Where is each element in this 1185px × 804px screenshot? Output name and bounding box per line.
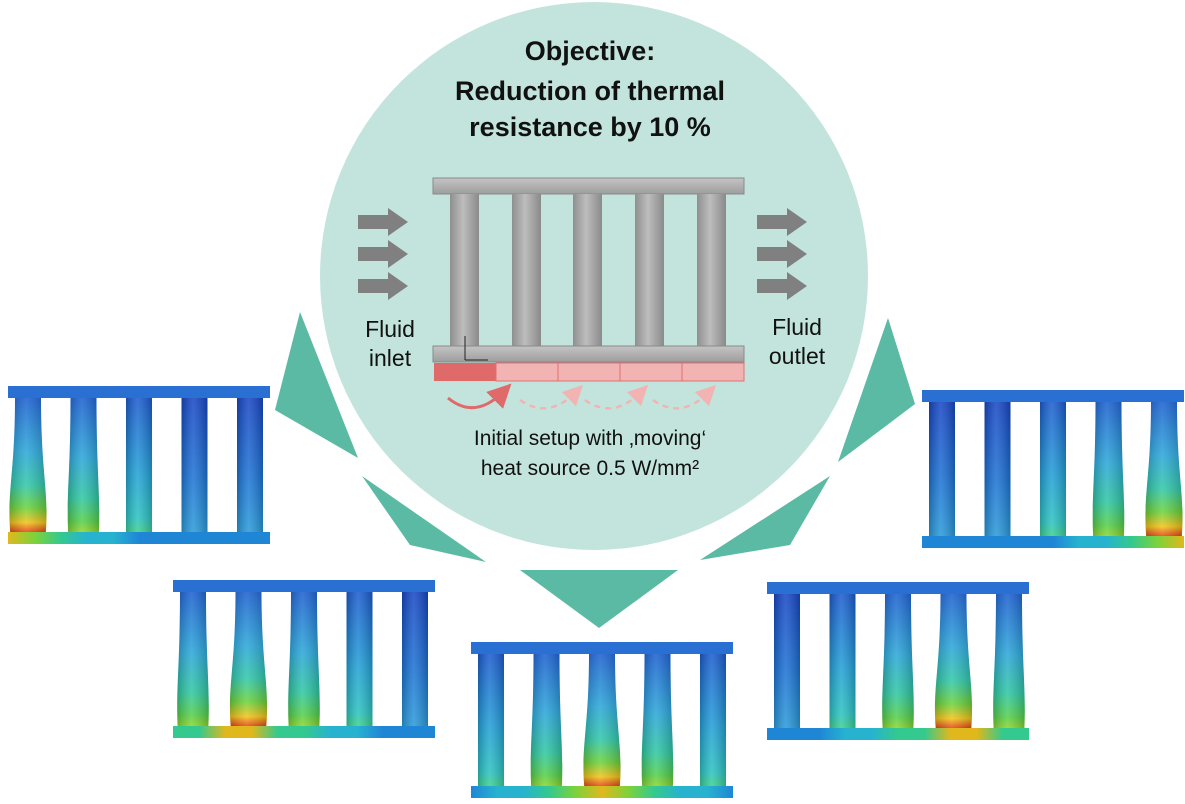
variant-pin-shading [993,594,1025,728]
variant-bottom-plate [767,728,1029,740]
variant-pin-shading [229,592,268,726]
outlet-arrow-icon [757,208,807,236]
variant-bottom-plate [471,786,733,798]
fluid-outlet-line-1: Fluid [772,314,822,340]
variant-bottom-plate [8,532,270,544]
variant-pin-shading [181,398,208,532]
inlet-arrow-icon [358,272,408,300]
setup-caption-line-2: heat source 0.5 W/mm² [480,457,700,480]
variant-pin-shading [402,592,428,726]
inlet-flow-arrows [358,208,408,300]
variant-pin-shading [1145,402,1183,536]
fluid-inlet-line-2: inlet [368,345,412,371]
variant-top-plate [471,642,733,654]
gray-pin-1 [450,194,479,346]
outlet-arrow-icon [757,240,807,268]
variant-bottom-plate [173,726,435,738]
inlet-arrow-icon [358,208,408,236]
variant-pin-shading [1040,402,1066,536]
variant-heat-sink-right-bottom [767,582,1029,740]
fluid-inlet-line-1: Fluid [365,316,415,342]
variant-heat-sink-center-bottom [471,642,733,798]
fluid-outlet-label: Fluid outlet [752,313,842,371]
heat-source-segment-2 [495,362,559,382]
variant-pin-shading [583,654,621,786]
fluid-outlet-line-2: outlet [768,343,826,369]
outlet-flow-arrows [757,208,807,300]
variant-top-plate [173,580,435,592]
variant-pin-shading [774,594,800,728]
move-arrow-dashed-2 [584,384,649,410]
variant-bottom-plate [922,536,1184,548]
gray-pin-5 [697,194,726,346]
gray-pin-3 [573,194,602,346]
variant-pin-shading [346,592,373,726]
move-arrow-dashed-1 [519,384,584,410]
optimized-variants [8,386,1184,798]
heat-source-active [434,363,496,381]
variant-pin-shading [9,398,47,532]
variant-pin-shading [177,592,209,726]
fluid-inlet-label: Fluid inlet [350,315,430,373]
variant-top-plate [767,582,1029,594]
heat-source-segment-4 [619,362,683,382]
variant-pin-shading [478,654,504,786]
outlet-arrow-icon [757,272,807,300]
variant-pin-shading [882,594,914,728]
move-arrow-solid [447,383,512,410]
top-plate [432,177,745,195]
variant-pin-shading [700,654,726,786]
gray-pin-4 [635,194,664,346]
move-arrow-dashed-3 [652,384,717,410]
gray-pin-2 [512,194,541,346]
pointer-triangle-left-upper [275,312,358,458]
objective-line-2: resistance by 10 % [469,112,711,142]
variant-pin-shading [237,398,263,532]
objective-line-1: Reduction of thermal [454,76,725,106]
variant-top-plate [8,386,270,398]
bottom-plate [432,345,745,363]
variant-pin-shading [126,398,152,532]
variant-pin-shading [984,402,1011,536]
variant-top-plate [922,390,1184,402]
variant-pin-shading [929,402,955,536]
variant-pin-shading [934,594,973,728]
variant-heat-sink-left-bottom [173,580,435,738]
objective-heading: Objective: [524,36,656,66]
axis-triad-icon [464,336,488,361]
pointer-triangle-left-lower [362,476,486,562]
variant-heat-sink-left-top [8,386,270,544]
variant-pin-shading [641,654,674,786]
setup-caption-line-1: Initial setup with ‚moving‘ [473,427,707,450]
variant-pin-shading [829,594,856,728]
variant-pin-shading [530,654,563,786]
inlet-arrow-icon [358,240,408,268]
variant-heat-sink-right-top [922,390,1184,548]
heat-source-segment-3 [557,362,621,382]
heat-source-segment-5 [681,362,745,382]
pointer-triangles [275,312,915,628]
initial-heat-sink [432,177,745,410]
pointer-triangle-right-lower [700,476,830,560]
variant-pin-shading [67,398,100,532]
pointer-triangle-right-upper [838,318,915,462]
pointer-triangle-center [520,570,678,628]
variant-pin-shading [1092,402,1125,536]
variant-pin-shading [288,592,320,726]
